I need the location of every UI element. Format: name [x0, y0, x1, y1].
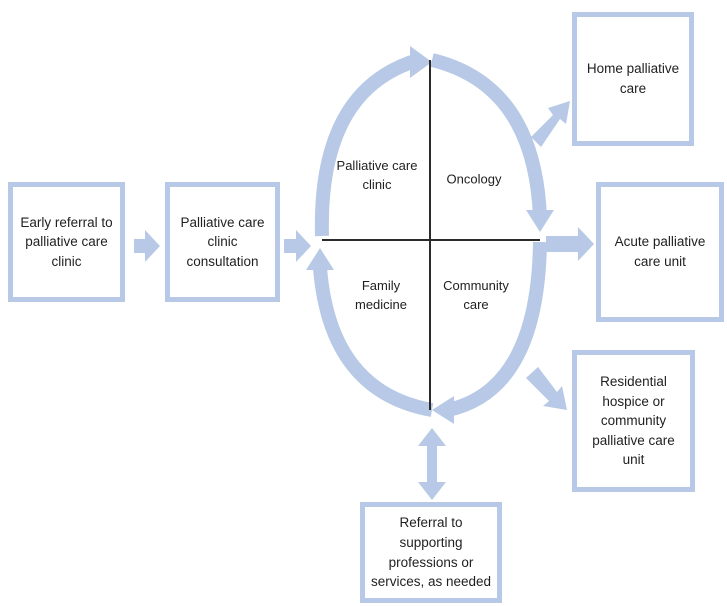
box-acute-unit-label: Acute palliative care unit [614, 234, 706, 269]
arrow-to-home-palliative [531, 101, 570, 147]
box-clinic-consultation-label: Palliative care clinic consultation [180, 214, 265, 269]
circle-arc-top-right [430, 53, 547, 219]
circle-arrowhead-top [410, 46, 432, 78]
box-early-referral: Early referral to palliative care clinic [8, 182, 125, 302]
circle-arc-bottom-right [446, 241, 547, 417]
arrow-to-residential-hospice [526, 367, 567, 410]
quadrant-palliative-care-clinic: Palliative care clinic [331, 157, 423, 195]
quadrant-oncology: Oncology [447, 171, 502, 190]
box-early-referral-label: Early referral to palliative care clinic [20, 214, 113, 269]
circle-arrowhead-bottom [432, 396, 454, 424]
arrow-referral-to-consultation [134, 230, 160, 262]
arrow-circle-to-supporting-referral [418, 428, 446, 500]
circle-arrowhead-right [526, 210, 554, 232]
quadrant-community-care: Community care [436, 277, 516, 315]
box-acute-unit: Acute palliative care unit [596, 182, 724, 322]
quadrant-community-care-label: Community care [443, 278, 509, 312]
box-home-palliative: Home palliative care [572, 12, 694, 146]
box-supporting-referral-label: Referral to supporting professions or se… [370, 515, 492, 590]
box-supporting-referral: Referral to supporting professions or se… [360, 502, 502, 603]
circle-arc-bottom-left [313, 267, 434, 417]
box-residential-hospice-label: Residential hospice or community palliat… [592, 374, 675, 468]
box-residential-hospice: Residential hospice or community palliat… [572, 350, 695, 492]
quadrant-palliative-care-clinic-label: Palliative care clinic [336, 158, 418, 192]
quadrant-oncology-label: Oncology [446, 171, 502, 187]
circle-arc-top-left [314, 53, 421, 237]
box-clinic-consultation: Palliative care clinic consultation [165, 182, 280, 302]
circle-arrowhead-left [306, 248, 334, 270]
quadrant-family-medicine: Family medicine [341, 277, 421, 315]
quadrant-family-medicine-label: Family medicine [354, 278, 408, 312]
arrow-to-acute-unit [546, 227, 594, 261]
box-home-palliative-label: Home palliative care [586, 61, 680, 96]
arrow-consultation-to-circle [284, 230, 311, 262]
